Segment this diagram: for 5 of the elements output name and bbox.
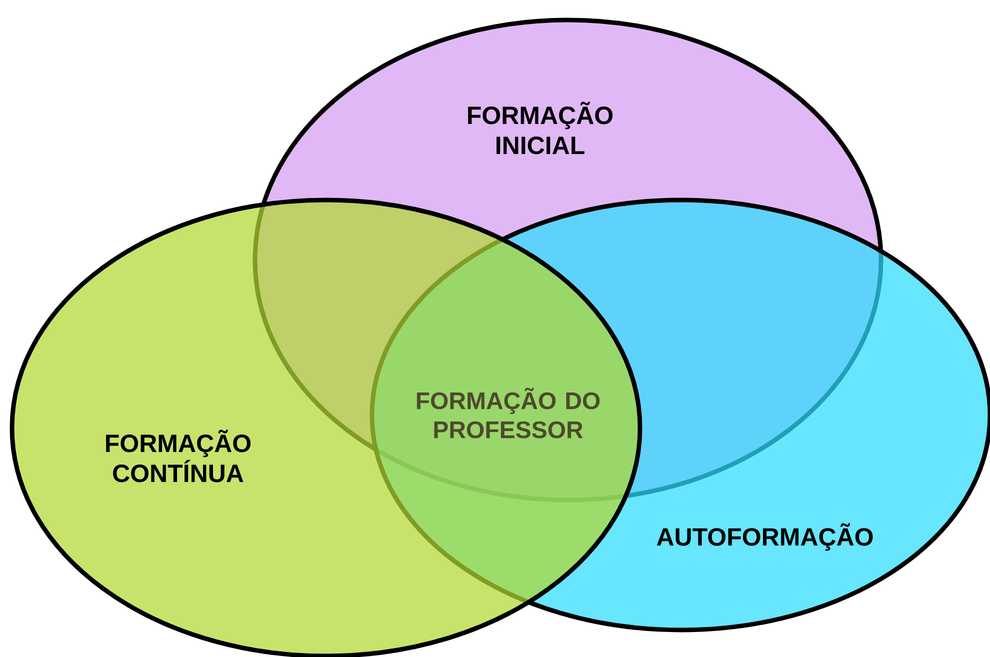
center-label: FORMAÇÃO DO PROFESSOR xyxy=(416,388,600,438)
ellipse-label: FORMAÇÃO INICIAL xyxy=(468,102,613,154)
venn-ellipse xyxy=(10,198,642,657)
ellipse-label: FORMAÇÃO CONTÍNUA xyxy=(106,430,251,482)
ellipse-label: AUTOFORMAÇÃO xyxy=(656,523,873,551)
